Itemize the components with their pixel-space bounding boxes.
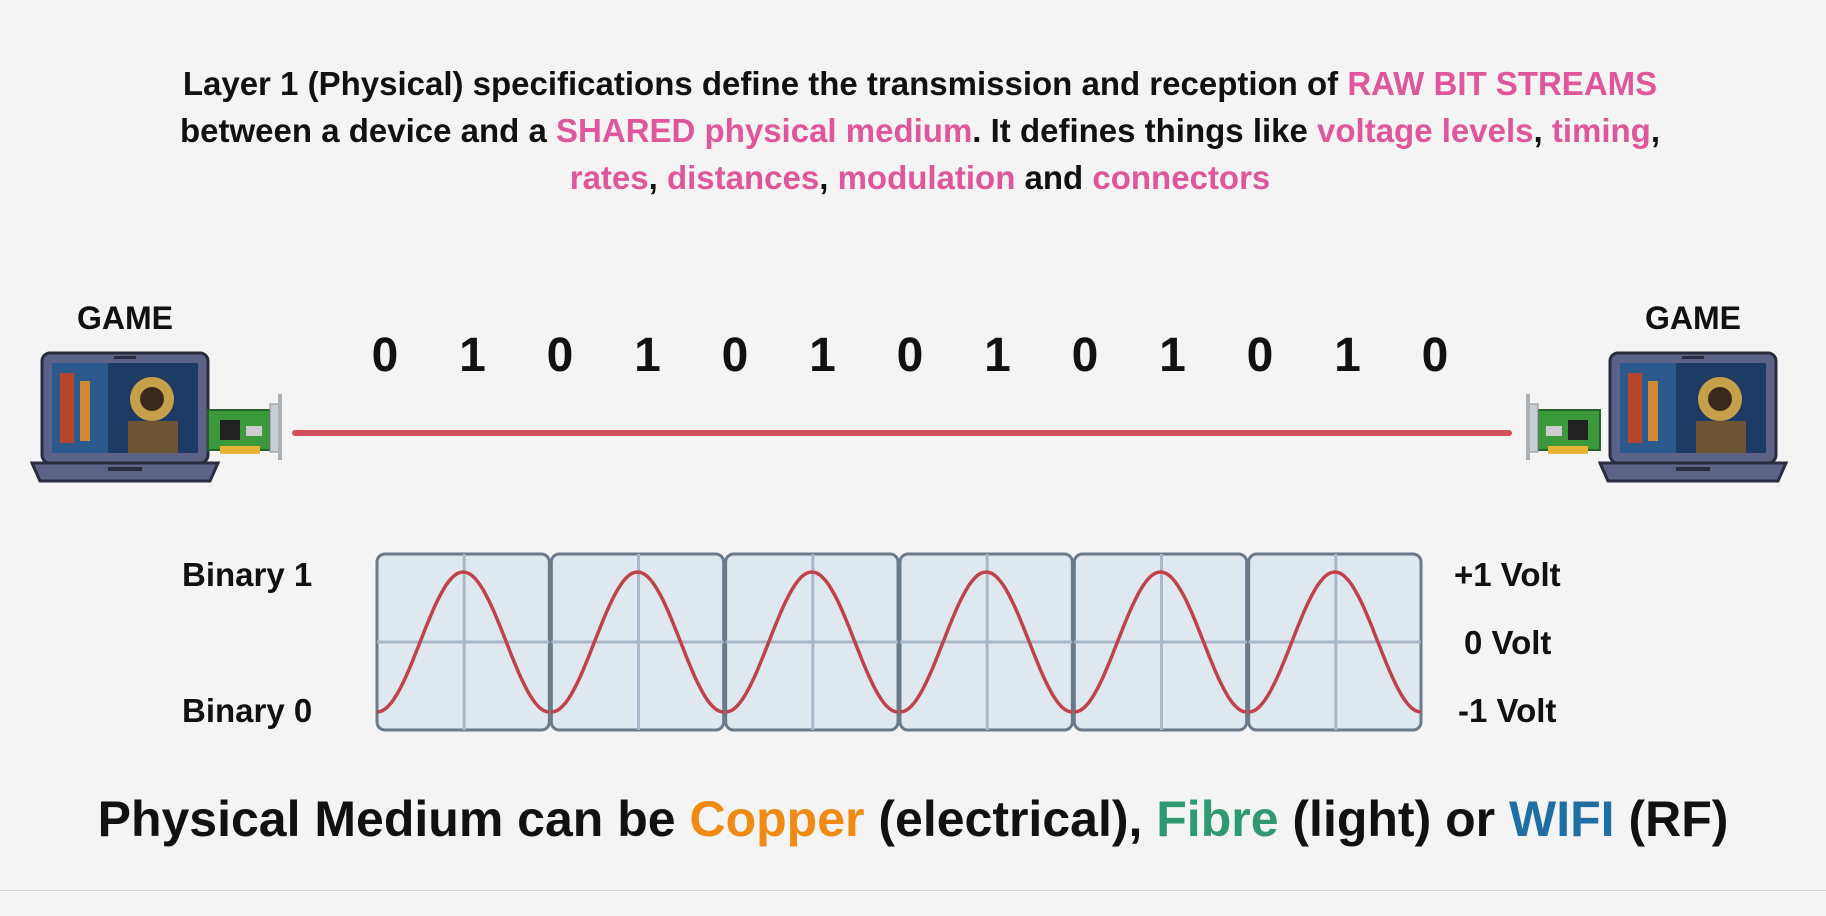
left-device: GAME [29,300,221,492]
right-device: GAME [1597,300,1789,492]
intro-text: and [1015,159,1093,196]
bit-1: 1 [459,329,486,382]
bit-12: 0 [1421,329,1449,382]
intro-text: . It defines things like [972,112,1318,149]
bit-7: 1 [984,329,1011,382]
signal-cycle-3 [898,552,1074,732]
cable [292,430,1512,436]
network-card-icon [207,394,282,460]
bit-4: 0 [721,329,749,382]
intro-text: between a device and a [180,112,557,149]
highlight-rates: rates [569,159,649,196]
zero-volt-label: 0 Volt [1464,624,1552,661]
bit-0: 0 [371,329,399,382]
intro-text: Layer 1 (Physical) specifications define… [182,65,1348,102]
highlight-shared-medium: SHARED physical medium [556,112,973,149]
bit-2: 0 [546,329,574,382]
separator: , [819,159,838,196]
bit-8: 0 [1071,329,1099,382]
medium-wifi: WIFI [1509,791,1615,847]
medium-text: (RF) [1614,791,1729,847]
binary-0-label: Binary 0 [182,692,313,729]
medium-fibre: Fibre [1156,791,1279,847]
highlight-timing: timing [1551,112,1651,149]
bit-10: 0 [1246,329,1274,382]
signal-cycle-5 [1247,552,1423,732]
signal-cycle-1 [549,552,726,732]
network-card-icon [1526,394,1601,460]
medium-text: (light) or [1278,791,1510,847]
highlight-raw-bit-streams: RAW BIT STREAMS [1347,65,1658,102]
highlight-modulation: modulation [837,159,1016,196]
separator: , [648,159,667,196]
laptop-icon [29,351,221,483]
signal-cycle-0 [375,552,551,732]
bit-11: 1 [1334,329,1361,382]
minus-volt-label: -1 Volt [1458,692,1557,729]
highlight-connectors: connectors [1092,159,1271,196]
highlight-voltage-levels: voltage levels [1317,112,1534,149]
right-device-label: GAME [1645,300,1741,336]
medium-text: (electrical), [864,791,1157,847]
signal-cycle-4 [1072,552,1249,732]
laptop-icon [1597,351,1789,483]
binary-1-label: Binary 1 [182,556,313,593]
bit-5: 1 [809,329,836,382]
separator: , [1533,112,1552,149]
medium-copper: Copper [689,791,865,847]
highlight-distances: distances [666,159,820,196]
medium-statement: Physical Medium can be Copper (electrica… [0,790,1826,848]
separator: , [1650,112,1660,149]
divider [0,890,1826,891]
intro-paragraph: Layer 1 (Physical) specifications define… [180,60,1660,201]
signal-cycle-2 [724,552,900,732]
signal-waveform [375,552,1423,732]
medium-text: Physical Medium can be [97,791,690,847]
bit-3: 1 [634,329,661,382]
bit-9: 1 [1159,329,1186,382]
left-device-label: GAME [77,300,173,336]
bit-6: 0 [896,329,924,382]
plus-volt-label: +1 Volt [1454,556,1561,593]
